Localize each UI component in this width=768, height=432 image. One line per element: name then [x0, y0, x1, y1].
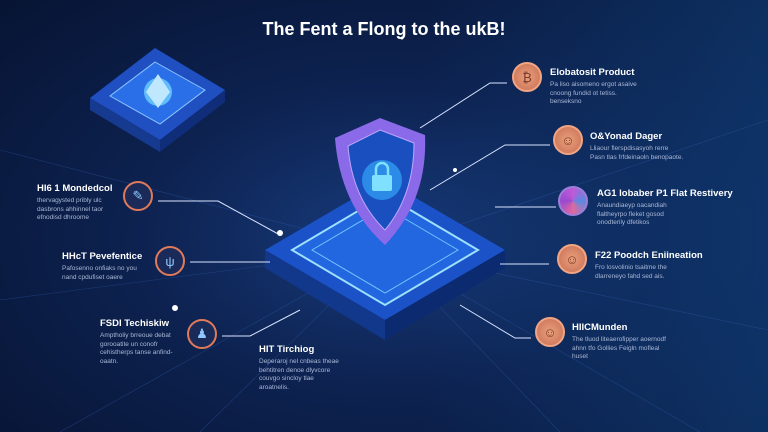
shield-icon [335, 118, 426, 245]
connector-lines [158, 82, 556, 339]
feature-heading: F22 Poodch Eniineation [595, 250, 703, 261]
feature-item: O&Yonad Dager Lliaour flerspdisasyoh rer… [590, 131, 685, 162]
feature-item: HHcT Pevefentice Pafosenno onfiaks no yo… [62, 251, 150, 282]
feature-heading: HIT Tirchiog [259, 344, 315, 355]
feature-item: Elobatosit Product Pa liso aisomeno ergo… [550, 67, 645, 107]
cpu-platform [265, 180, 505, 340]
feature-heading: AG1 lobaber P1 Flat Restivery [597, 188, 733, 199]
feature-heading: FSDI Techiskiw [100, 318, 169, 329]
wrench-icon: ✎ [123, 181, 153, 211]
feature-item: FSDI Techiskiw Amptholiy brreoue debat g… [100, 318, 175, 366]
feature-body: Deperaroj nel cnbeas theae behtitren den… [259, 358, 339, 391]
feature-body: Pa liso aisomeno ergot asaive cnoong fun… [550, 81, 637, 105]
feature-body: Amptholiy brreoue debat gorooatite un co… [100, 332, 173, 365]
feature-body: thervagysted pribly ulc dasbrons ahhinne… [37, 197, 104, 221]
feature-item: F22 Poodch Eniineation Fro losvolinio ts… [595, 250, 703, 281]
feature-body: Pafosenno onfiaks no you nand cpdufiset … [62, 265, 137, 281]
feature-body: Lliaour flerspdisasyoh rerre Pasn tlas f… [590, 145, 684, 161]
sparkles [172, 36, 457, 311]
abstract-art-icon [558, 186, 588, 216]
cpu-chip-small [90, 48, 225, 152]
feature-item: HIICMunden The tluod liteaerofipper aoer… [572, 322, 667, 362]
figure-icon: ♟ [187, 319, 217, 349]
feature-heading: HIICMunden [572, 322, 628, 333]
portrait-icon: ☺ [535, 317, 565, 347]
feature-heading: Elobatosit Product [550, 67, 635, 78]
feature-heading: O&Yonad Dager [590, 131, 663, 142]
feature-heading: HI6 1 Mondedcol [37, 183, 113, 194]
portrait-icon: ☺ [553, 125, 583, 155]
feature-body: Fro losvolinio tsaitme the dlarreneyo fa… [595, 264, 667, 280]
feature-item: AG1 lobaber P1 Flat Restivery Anaundiaey… [597, 188, 733, 228]
feature-heading: HHcT Pevefentice [62, 251, 143, 262]
feature-item: HIT Tirchiog Deperaroj nel cnbeas theae … [259, 344, 344, 392]
portrait-icon: ☺ [557, 244, 587, 274]
feature-item: HI6 1 Mondedcol thervagysted pribly ulc … [37, 183, 117, 223]
page-title: The Fent a Flong to the ukB! [262, 19, 506, 39]
feature-body: Anaundiaeyp oacandiah flaltheyrpo fleket… [597, 202, 667, 226]
tuning-fork-icon: ψ [155, 246, 185, 276]
feature-body: The tluod liteaerofipper aoernodf ahnn t… [572, 336, 666, 360]
coin-icon: ₿ [512, 62, 542, 92]
